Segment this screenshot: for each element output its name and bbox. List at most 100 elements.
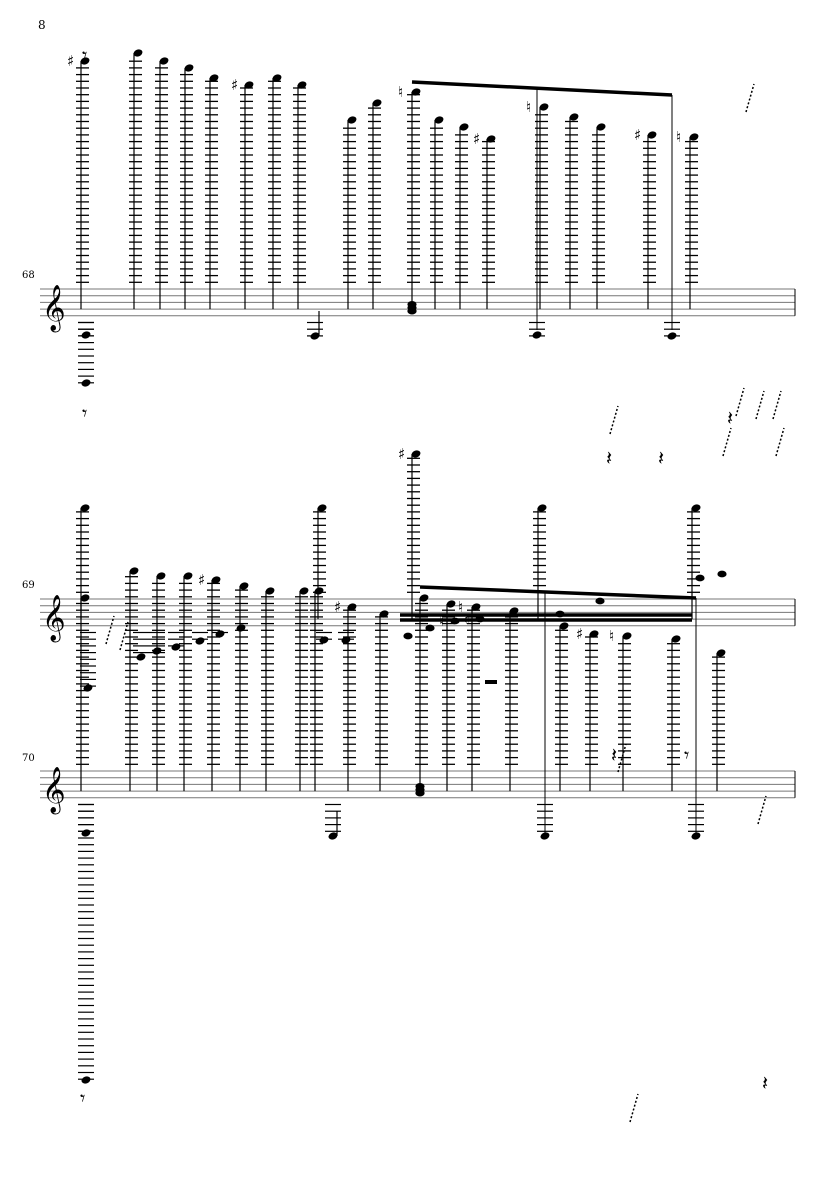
tremolo-mark [745,83,755,113]
sharp-icon: ♯ [67,52,74,70]
note-head [133,49,143,57]
treble-clef-icon: 𝄞 [42,595,66,643]
note-head [622,632,632,640]
note-head [80,504,90,512]
natural-icon: ♮ [526,98,531,116]
note-head [211,576,221,584]
tremolo-mark [772,390,782,420]
note-head [80,57,90,65]
note-head [434,116,444,124]
note-head [595,597,605,605]
natural-icon: ♮ [609,627,614,645]
note-head [129,567,139,575]
note-head [314,587,324,595]
note-head [347,116,357,124]
sharp-icon: ♯ [198,571,205,589]
note-head [328,832,338,840]
note-head [310,332,320,340]
rest-icon: 𝄾 [82,43,87,67]
sharp-icon: ♯ [576,625,583,643]
beam [411,80,673,97]
note-head [83,684,93,692]
tremolo-mark [722,427,732,457]
note-head [459,123,469,131]
rest-icon: 𝄽 [727,406,733,430]
note-head [691,504,701,512]
tremolo-mark [735,387,745,417]
note-head [195,637,205,645]
measure-number-68: 68 [22,270,35,281]
note-head [244,81,254,89]
rest-icon: 𝄾 [82,401,87,425]
sharp-icon: ♯ [634,126,641,144]
note-head [691,832,701,840]
rest-icon: 𝄽 [762,1071,768,1095]
note-head [299,587,309,595]
tremolo-mark [629,1093,639,1123]
note-head [647,131,657,139]
measure-number-69: 69 [22,580,35,591]
sharp-icon: ♯ [334,598,341,616]
tremolo-mark [755,390,765,420]
note-head [689,133,699,141]
chord-note-head [407,307,417,315]
note-head [81,331,91,339]
note-head [236,624,246,632]
sharp-icon: ♯ [231,76,238,94]
treble-clef-icon: 𝄞 [42,767,66,815]
note-head [184,64,194,72]
treble-clef-icon: 𝄞 [42,285,66,333]
tremolo-mark [775,427,785,457]
rest-icon [485,680,497,684]
note-head [319,636,329,644]
note-head [317,504,327,512]
natural-icon: ♮ [398,83,403,101]
rest-icon: 𝄾 [684,743,689,767]
note-head [81,829,91,837]
rest-icon: 𝄽 [658,446,664,470]
note-head [717,570,727,578]
tremolo-mark [609,405,619,435]
note-head [596,123,606,131]
note-head [671,635,681,643]
note-head [80,594,90,602]
note-head [569,113,579,121]
note-head [297,81,307,89]
note-head [272,74,282,82]
note-head [667,332,677,340]
sharp-icon: ♯ [473,130,480,148]
note-head [209,74,219,82]
note-head [537,504,547,512]
natural-icon: ♮ [458,598,463,616]
rest-icon: 𝄽 [606,446,612,470]
note-head [81,1076,91,1084]
note-head [419,594,429,602]
tremolo-mark [757,795,767,825]
note-head [215,630,225,638]
note-head [239,582,249,590]
note-head [589,630,599,638]
note-head [716,649,726,657]
page-number: 8 [38,18,46,32]
note-head [183,572,193,580]
note-head [411,88,421,96]
chord-note-head [415,789,425,797]
note-head [695,574,705,582]
tremolo-mark [617,743,627,773]
note-head [136,653,146,661]
note-head [509,607,519,615]
note-head [446,600,456,608]
note-head [559,622,569,630]
note-head [411,450,421,458]
tremolo-mark [119,621,129,651]
rest-icon: 𝄽 [611,743,617,767]
note-head [347,603,357,611]
note-head [156,572,166,580]
note-head [403,632,413,640]
sharp-icon: ♯ [398,445,405,463]
note-head [539,103,549,111]
beam [419,585,697,600]
note-head [265,587,275,595]
